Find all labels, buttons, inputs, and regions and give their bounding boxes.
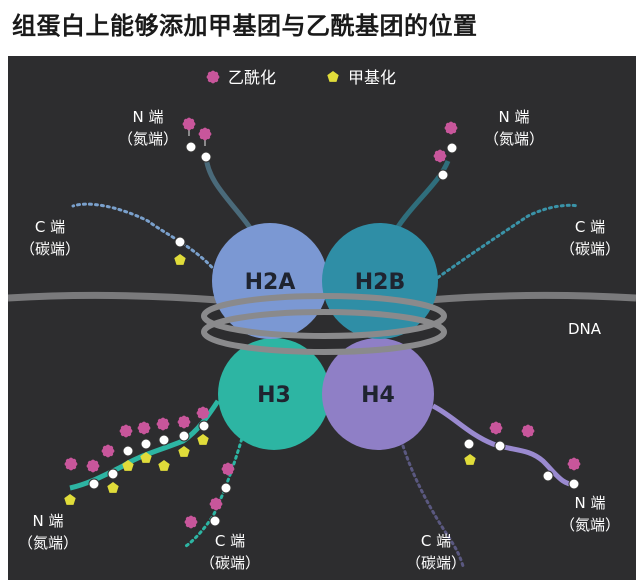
label-c-bottom-mid-right: C 端 （碳端） bbox=[406, 532, 466, 572]
svg-text:（碳端）: （碳端） bbox=[200, 554, 260, 572]
methyl-legend-label: 甲基化 bbox=[348, 68, 396, 87]
legend: 乙酰化 甲基化 bbox=[206, 68, 396, 87]
svg-text:（氮端）: （氮端） bbox=[18, 534, 78, 552]
svg-text:（碳端）: （碳端） bbox=[406, 554, 466, 572]
histone-diagram: 乙酰化 甲基化 H3 H4 H2A bbox=[8, 68, 636, 572]
h3-n-modifications bbox=[64, 406, 210, 505]
label-n-top-right: N 端 （氮端） bbox=[484, 108, 544, 148]
tail-h4-c bbox=[401, 444, 465, 568]
svg-text:C 端: C 端 bbox=[575, 218, 605, 236]
svg-text:（碳端）: （碳端） bbox=[20, 240, 80, 258]
h3-c-modifications bbox=[184, 462, 235, 529]
dna-strand bbox=[8, 291, 636, 304]
label-c-right: C 端 （碳端） bbox=[560, 218, 620, 258]
dna-wrap bbox=[201, 293, 447, 355]
svg-text:（氮端）: （氮端） bbox=[484, 130, 544, 148]
tail-h2b-c bbox=[431, 203, 580, 283]
label-n-top-left: N 端 （氮端） bbox=[118, 108, 178, 148]
label-n-bottom-left: N 端 （氮端） bbox=[18, 512, 78, 552]
histone-h3: H3 bbox=[218, 338, 330, 450]
dna-label: DNA bbox=[568, 320, 602, 338]
acetyl-legend-icon bbox=[206, 70, 220, 84]
svg-text:C 端: C 端 bbox=[421, 532, 451, 550]
methyl-legend-icon bbox=[327, 71, 339, 82]
h4-label: H4 bbox=[361, 383, 395, 408]
label-c-bottom-mid-left: C 端 （碳端） bbox=[200, 532, 260, 572]
svg-text:N 端: N 端 bbox=[33, 512, 64, 530]
h2b-label: H2B bbox=[355, 270, 406, 295]
svg-text:（氮端）: （氮端） bbox=[560, 516, 620, 534]
h2a-n-modifications bbox=[182, 117, 212, 163]
svg-text:C 端: C 端 bbox=[35, 218, 65, 236]
page-title: 组蛋白上能够添加甲基团与乙酰基团的位置 bbox=[12, 12, 478, 40]
svg-text:C 端: C 端 bbox=[215, 532, 245, 550]
h2a-label: H2A bbox=[245, 270, 296, 295]
h2b-n-modifications bbox=[433, 121, 458, 181]
svg-text:N 端: N 端 bbox=[575, 494, 606, 512]
h4-n-modifications bbox=[463, 421, 581, 490]
svg-text:（碳端）: （碳端） bbox=[560, 240, 620, 258]
histone-diagram-panel: 乙酰化 甲基化 H3 H4 H2A bbox=[8, 56, 636, 580]
histone-h4: H4 bbox=[322, 338, 434, 450]
tail-h4-n bbox=[431, 403, 577, 487]
acetyl-legend-label: 乙酰化 bbox=[228, 68, 276, 87]
h2a-c-modifications bbox=[174, 236, 186, 265]
label-n-bottom-right: N 端 （氮端） bbox=[560, 494, 620, 534]
svg-text:（氮端）: （氮端） bbox=[118, 130, 178, 148]
tail-h3-c bbox=[184, 414, 250, 548]
svg-text:N 端: N 端 bbox=[499, 108, 530, 126]
h3-label: H3 bbox=[257, 383, 291, 408]
tail-h2a-c bbox=[71, 202, 225, 283]
svg-text:N 端: N 端 bbox=[133, 108, 164, 126]
label-c-left: C 端 （碳端） bbox=[20, 218, 80, 258]
